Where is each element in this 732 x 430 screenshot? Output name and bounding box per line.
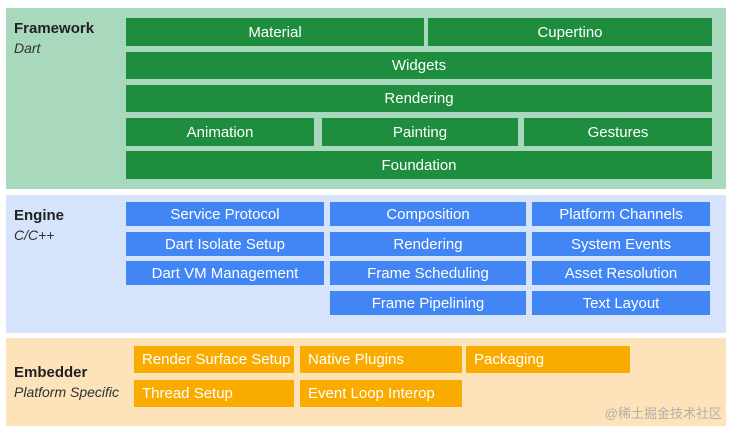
frame-pipelining-box: Frame Pipelining bbox=[330, 291, 526, 315]
animation-box: Animation bbox=[126, 118, 314, 146]
material-box: Material bbox=[126, 18, 424, 46]
embedder-title: Embedder bbox=[14, 364, 88, 381]
framework-rendering-box: Rendering bbox=[126, 85, 712, 112]
embedder-subtitle: Platform Specific bbox=[14, 384, 120, 400]
framework-title: Framework bbox=[14, 20, 95, 37]
packaging-box: Packaging bbox=[466, 346, 630, 373]
engine-subtitle: C/C++ bbox=[14, 227, 55, 243]
thread-setup-box: Thread Setup bbox=[134, 380, 294, 407]
frame-scheduling-box: Frame Scheduling bbox=[330, 261, 526, 285]
service-protocol-box: Service Protocol bbox=[126, 202, 324, 226]
engine-layer: Engine C/C++ Service Protocol Dart Isola… bbox=[6, 195, 726, 333]
gestures-box: Gestures bbox=[524, 118, 712, 146]
system-events-box: System Events bbox=[532, 232, 710, 256]
widgets-box: Widgets bbox=[126, 52, 712, 79]
asset-resolution-box: Asset Resolution bbox=[532, 261, 710, 285]
platform-channels-box: Platform Channels bbox=[532, 202, 710, 226]
engine-title: Engine bbox=[14, 207, 65, 224]
dart-vm-management-box: Dart VM Management bbox=[126, 261, 324, 285]
watermark-text: @稀土掘金技术社区 bbox=[604, 406, 722, 421]
text-layout-box: Text Layout bbox=[532, 291, 710, 315]
event-loop-interop-box: Event Loop Interop bbox=[300, 380, 462, 407]
framework-layer: Framework Dart Material Cupertino Widget… bbox=[6, 8, 726, 189]
painting-box: Painting bbox=[322, 118, 518, 146]
native-plugins-box: Native Plugins bbox=[300, 346, 462, 373]
framework-subtitle: Dart bbox=[14, 40, 41, 56]
cupertino-box: Cupertino bbox=[428, 18, 712, 46]
composition-box: Composition bbox=[330, 202, 526, 226]
foundation-box: Foundation bbox=[126, 151, 712, 179]
embedder-layer: Embedder Platform Specific Render Surfac… bbox=[6, 338, 726, 426]
render-surface-setup-box: Render Surface Setup bbox=[134, 346, 294, 373]
engine-rendering-box: Rendering bbox=[330, 232, 526, 256]
dart-isolate-setup-box: Dart Isolate Setup bbox=[126, 232, 324, 256]
